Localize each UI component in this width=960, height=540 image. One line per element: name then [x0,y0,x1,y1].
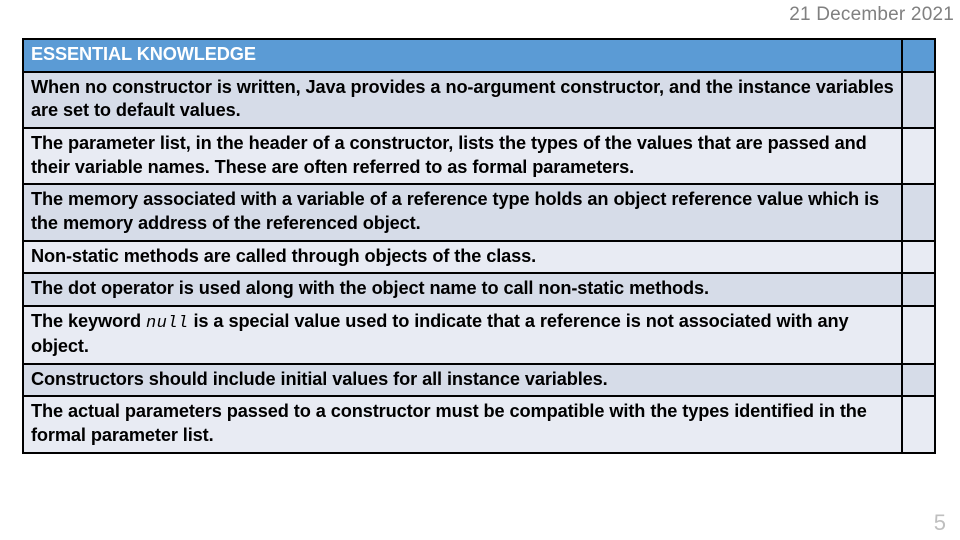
table-cell-text: The parameter list, in the header of a c… [22,126,903,186]
table-cell-text-with-code: The keyword null is a special value used… [22,304,903,365]
table-cell-secondary [901,304,936,365]
text-suffix: is a special value used to indicate that… [31,310,849,356]
table-row: When no constructor is written, Java pro… [22,70,936,129]
inline-code-null: null [146,313,189,333]
essential-knowledge-table: ESSENTIAL KNOWLEDGE When no constructor … [22,38,936,454]
table-cell-text: The actual parameters passed to a constr… [22,395,903,454]
page-number: 5 [933,510,946,535]
table-row: The keyword null is a special value used… [22,304,936,365]
table-cell-secondary [901,395,936,454]
slide-date: 21 December 2021 [789,4,954,25]
table-cell-secondary [901,239,936,275]
table-cell-text: When no constructor is written, Java pro… [22,70,903,129]
table-cell-secondary [901,183,936,242]
table-header-cell-secondary [901,38,936,73]
table-row: The memory associated with a variable of… [22,183,936,242]
table-row: The parameter list, in the header of a c… [22,126,936,186]
table-cell-text: The dot operator is used along with the … [22,272,903,307]
table-cell-text: The memory associated with a variable of… [22,183,903,242]
table-cell-secondary [901,362,936,398]
table-cell-text: Constructors should include initial valu… [22,362,903,398]
table-header-cell: ESSENTIAL KNOWLEDGE [22,38,903,73]
table-cell-secondary [901,126,936,186]
table-row: The actual parameters passed to a constr… [22,395,936,454]
table-cell-secondary [901,272,936,307]
table-row: The dot operator is used along with the … [22,272,936,307]
table-header-row: ESSENTIAL KNOWLEDGE [22,38,936,73]
table-cell-text: Non-static methods are called through ob… [22,239,903,275]
table-row: Non-static methods are called through ob… [22,239,936,275]
table-row: Constructors should include initial valu… [22,362,936,398]
table-cell-secondary [901,70,936,129]
text-prefix: The keyword [31,310,146,331]
